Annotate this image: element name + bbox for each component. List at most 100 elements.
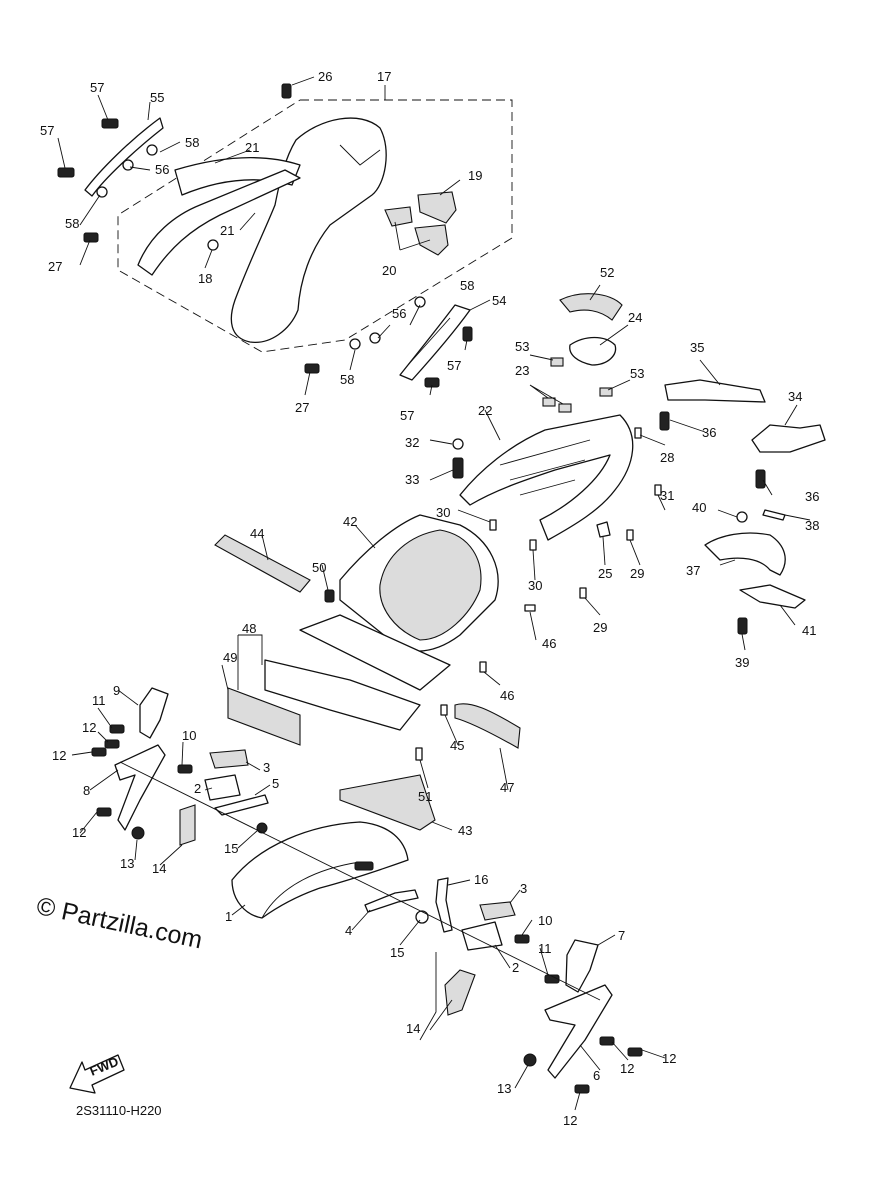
bolt-12b[interactable] [91,747,107,757]
callout-54: 54 [492,293,506,308]
bolt-12c[interactable] [96,807,112,817]
bolt-10a[interactable] [177,764,193,774]
bracket-4[interactable] [364,889,419,913]
grab-bar-55[interactable] [84,117,164,197]
collar-58b[interactable] [96,186,108,198]
bolt-57a[interactable] [101,118,119,129]
inner-fender-42-face [379,529,482,641]
reflector-14a[interactable] [179,804,196,846]
damper-56a[interactable] [122,159,134,171]
collar-15a[interactable] [256,822,268,834]
bolt-46b[interactable] [479,661,487,673]
clip-30b[interactable] [529,539,537,551]
clamp-2b[interactable] [461,921,503,951]
clip-23a[interactable] [542,397,556,407]
bolt-11b[interactable] [544,974,560,984]
nut-13a[interactable] [131,826,145,840]
washer-40[interactable] [736,511,748,523]
bolt-27a[interactable] [83,232,99,243]
callout-10-a: 10 [182,728,196,743]
bolt-12e[interactable] [599,1036,615,1046]
bolt-57b[interactable] [57,167,75,178]
callout-14-b: 14 [406,1021,420,1036]
callout-41: 41 [802,623,816,638]
bolt-33[interactable] [452,457,464,479]
bolt-12f[interactable] [574,1084,590,1094]
bolt-36b[interactable] [755,469,766,489]
callout-26: 26 [318,69,332,84]
bolt-27b[interactable] [304,363,320,374]
tail-bracket-41[interactable] [739,584,806,609]
callout-58-c: 58 [460,278,474,293]
fender-stay-8[interactable] [114,744,166,831]
clip-25[interactable] [596,521,611,538]
clamp-2a[interactable] [204,774,241,801]
rear-fender-22[interactable] [459,414,634,541]
callout-14-a: 14 [152,861,166,876]
plate-43[interactable] [339,774,436,831]
clip-29b[interactable] [579,587,587,599]
part-24[interactable] [569,336,617,366]
bolt-50[interactable] [324,589,335,603]
bolt-12a[interactable] [104,739,120,749]
collar-58c[interactable] [414,296,426,308]
seat-side-cover[interactable] [137,169,301,276]
bolt-51[interactable] [415,747,423,761]
front-fender-1-underside [261,861,361,919]
plate-48[interactable] [264,659,421,731]
front-fender-1[interactable] [231,821,409,919]
seat-strap-rail[interactable] [174,157,301,196]
plate-47[interactable] [454,703,521,749]
strip-44[interactable] [214,534,311,593]
part-38[interactable] [762,509,786,521]
callout-1: 1 [225,909,232,924]
clip-28[interactable] [634,427,642,439]
callout-43: 43 [458,823,472,838]
collar-15b[interactable] [415,910,429,924]
callout-3-b: 3 [520,881,527,896]
bracket-9[interactable] [139,687,169,739]
callout-15-b: 15 [390,945,404,960]
bolt-45[interactable] [440,704,448,716]
clip-29a[interactable] [626,529,634,541]
collar-58d[interactable] [349,338,361,350]
callout-19: 19 [468,168,482,183]
clip-30a[interactable] [489,519,497,531]
fender-stay-6[interactable] [544,984,613,1079]
bracket-16[interactable] [435,877,453,933]
bolt-57c[interactable] [462,326,473,342]
nut-13b[interactable] [523,1053,537,1067]
pad-19[interactable] [417,191,457,224]
plate-49[interactable] [227,687,301,746]
bolt-10b[interactable] [514,934,530,944]
bracket-5[interactable] [214,794,269,816]
callout-28: 28 [660,450,674,465]
callout-36-a: 36 [702,425,716,440]
bolt-26[interactable] [281,83,292,99]
clip-23b[interactable] [558,403,572,413]
callout-7: 7 [618,928,625,943]
clip-53a[interactable] [550,357,564,367]
clip-53b[interactable] [599,387,613,397]
pad-20b[interactable] [414,224,449,256]
part-52[interactable] [559,293,623,321]
bolt-11a[interactable] [109,724,125,734]
tail-light-37[interactable] [704,532,786,576]
bracket-34[interactable] [751,424,826,453]
reflector-14b[interactable] [444,969,476,1016]
bracket-35[interactable] [664,379,766,403]
collar-58a[interactable] [146,144,158,156]
bolt-32[interactable] [452,438,464,450]
grommet-18[interactable] [207,239,219,251]
band-3a[interactable] [209,749,249,769]
band-3b[interactable] [479,901,516,921]
seat[interactable] [230,117,387,344]
damper-56b[interactable] [369,332,381,344]
callout-18: 18 [198,271,212,286]
bracket-7[interactable] [565,939,599,993]
bolt-46a[interactable] [524,604,536,612]
pad-20a[interactable] [384,206,413,227]
bolt-12d[interactable] [627,1047,643,1057]
bolt-36a[interactable] [659,411,670,431]
bolt-39[interactable] [737,617,748,635]
